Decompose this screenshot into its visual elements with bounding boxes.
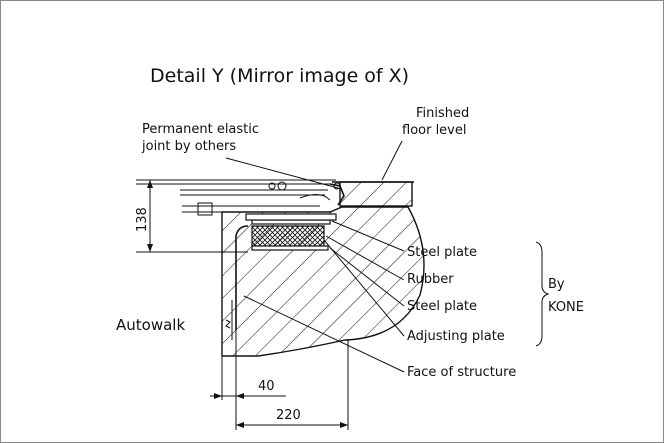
label-rubber: Rubber bbox=[407, 272, 454, 287]
label-elastic-joint-line2: joint by others bbox=[141, 139, 236, 154]
label-finished-line2: floor level bbox=[402, 123, 467, 138]
label-adjusting-plate: Adjusting plate bbox=[407, 329, 505, 344]
rubber-pad bbox=[251, 225, 325, 247]
floor-finish bbox=[339, 181, 413, 207]
label-by: By bbox=[548, 277, 565, 292]
adjusting-plate bbox=[245, 213, 337, 221]
label-kone: KONE bbox=[548, 300, 584, 315]
drawing-title: Detail Y (Mirror image of X) bbox=[150, 65, 409, 87]
dimension-220: 220 bbox=[276, 408, 301, 423]
bolt-detail bbox=[197, 202, 213, 216]
pit-wall bbox=[235, 225, 249, 330]
roller bbox=[277, 181, 287, 191]
label-finished-line1: Finished bbox=[416, 106, 469, 121]
dimension-40: 40 bbox=[258, 379, 275, 394]
label-steel-plate-top: Steel plate bbox=[407, 245, 477, 260]
label-elastic-joint-line1: Permanent elastic bbox=[142, 122, 259, 137]
label-steel-plate-bottom: Steel plate bbox=[407, 299, 477, 314]
steel-plate-top bbox=[251, 219, 331, 225]
label-autowalk: Autowalk bbox=[116, 316, 185, 334]
steel-plate-bottom bbox=[251, 245, 329, 251]
dimension-138: 138 bbox=[135, 207, 150, 232]
label-face-of-structure: Face of structure bbox=[407, 365, 516, 380]
